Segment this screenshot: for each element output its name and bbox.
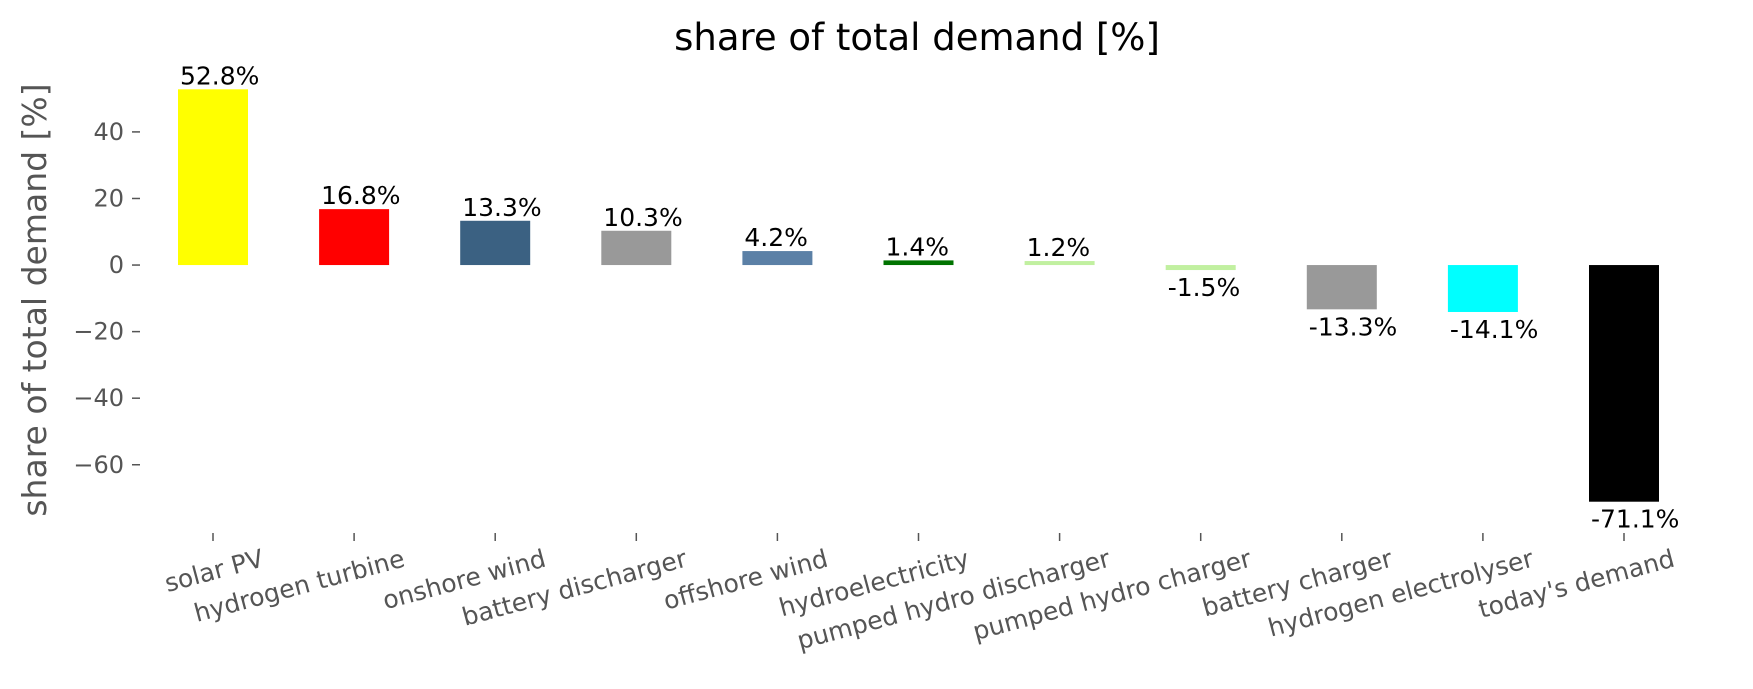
data-label: 52.8%: [180, 61, 259, 90]
chart-title: share of total demand [%]: [674, 16, 1160, 59]
data-label: 1.2%: [1027, 233, 1091, 262]
bar: [883, 260, 954, 266]
y-tick-label: 40: [93, 118, 124, 146]
data-label: -13.3%: [1309, 312, 1397, 341]
data-label: -14.1%: [1450, 315, 1538, 344]
bar: [742, 251, 813, 266]
data-label: 13.3%: [462, 193, 541, 222]
data-label: -71.1%: [1591, 505, 1679, 534]
data-label: 10.3%: [603, 203, 682, 232]
y-axis-label: share of total demand [%]: [15, 83, 54, 516]
bar: [601, 230, 672, 266]
bars-group: [178, 89, 1659, 502]
bar: [1024, 261, 1095, 266]
y-tick-label: −40: [73, 384, 124, 412]
bar: [319, 209, 390, 266]
y-axis: 40 20 0 −20 −40 −60: [73, 118, 140, 479]
data-label: 1.4%: [886, 232, 950, 261]
y-tick-label: −60: [73, 451, 124, 479]
bar: [1165, 265, 1236, 271]
data-label: 16.8%: [321, 181, 400, 210]
y-tick-label: 0: [109, 251, 124, 279]
bar: [1447, 265, 1518, 312]
bar: [178, 89, 248, 266]
bar: [1589, 265, 1659, 502]
y-tick-label: −20: [73, 318, 124, 346]
bar: [460, 220, 531, 266]
bar: [1306, 265, 1377, 310]
data-labels-group: 52.8% 16.8% 13.3% 10.3% 4.2% 1.4% 1.2% -1.5% -13…: [180, 61, 1679, 533]
data-label: -1.5%: [1168, 273, 1241, 302]
y-tick-label: 20: [93, 184, 124, 212]
data-label: 4.2%: [744, 223, 808, 252]
